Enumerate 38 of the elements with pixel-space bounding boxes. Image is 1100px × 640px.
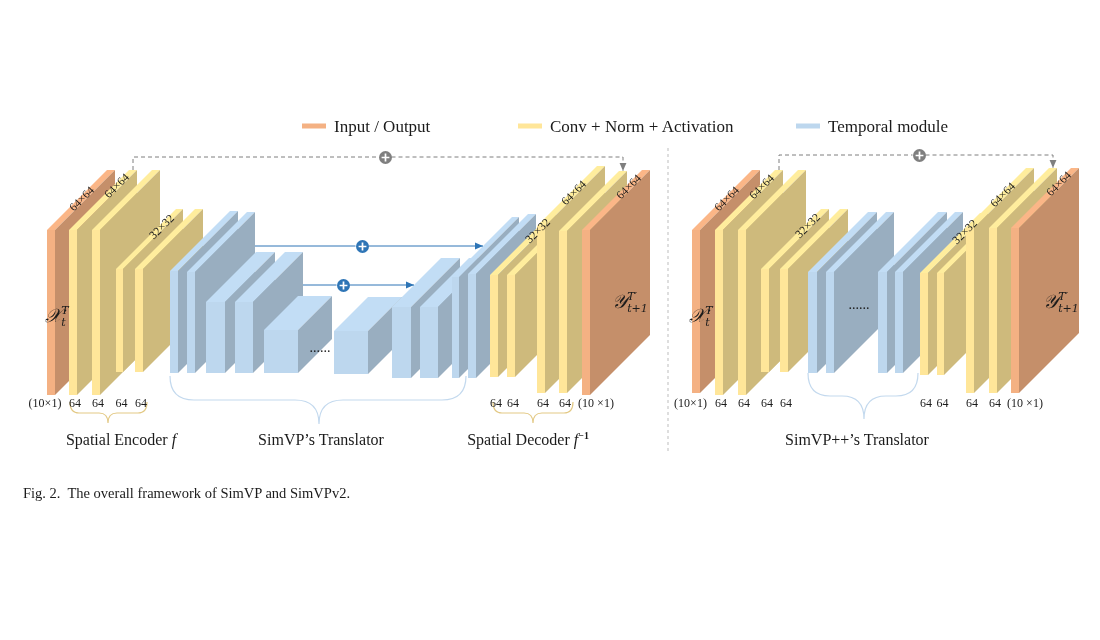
channel-count: 64: [920, 397, 932, 409]
channel-count: 64: [490, 397, 502, 409]
skip-connection-arrow: [349, 281, 415, 289]
channel-count: 64: [559, 397, 571, 409]
channel-count: 64: [507, 397, 519, 409]
channel-count: 64: [761, 397, 773, 409]
module-label: SimVP++’s Translator: [785, 430, 929, 450]
channel-count: 64: [715, 397, 727, 409]
channel-count: 64: [135, 397, 147, 409]
module-label: Spatial Encoder f: [65, 430, 177, 450]
channel-count: 64: [537, 397, 549, 409]
ellipsis: ......: [848, 296, 870, 314]
figure-caption: Fig. 2. The overall framework of SimVP and SimVPv2.: [23, 486, 351, 502]
skip-connection-arrow: [391, 156, 627, 172]
tensor-shape-label: (10×1): [674, 397, 707, 409]
legend-label: Input / Output: [334, 117, 431, 135]
module-label: Spatial Decoder f$^{−1}$: [467, 430, 589, 450]
channel-count: 64: [69, 397, 81, 409]
channel-count: 64: [936, 397, 949, 409]
skip-connection-arrow: [368, 242, 484, 250]
legend-label: Temporal module: [828, 117, 949, 135]
channel-count: 64: [780, 397, 792, 409]
skip-connection-arrow: [925, 154, 1057, 169]
skip-connection-line: [302, 284, 337, 286]
tensor-shape-label: (10 ×1): [578, 397, 614, 409]
ellipsis: ......: [309, 339, 331, 357]
skip-connection-line: [778, 154, 913, 171]
channel-count: 64: [738, 397, 750, 409]
tensor-shape-label: (10×1): [28, 397, 62, 409]
channel-count: 64: [115, 397, 128, 409]
channel-count: 64: [989, 397, 1001, 409]
module-label: SimVP’s Translator: [258, 430, 384, 450]
channel-count: 64: [92, 397, 104, 409]
skip-connection-line: [254, 245, 356, 247]
legend-label: Conv + Norm + Activation: [550, 117, 734, 135]
skip-connection-line: [132, 156, 379, 171]
channel-count: 64: [966, 397, 978, 409]
tensor-shape-label: (10 ×1): [1007, 397, 1043, 409]
